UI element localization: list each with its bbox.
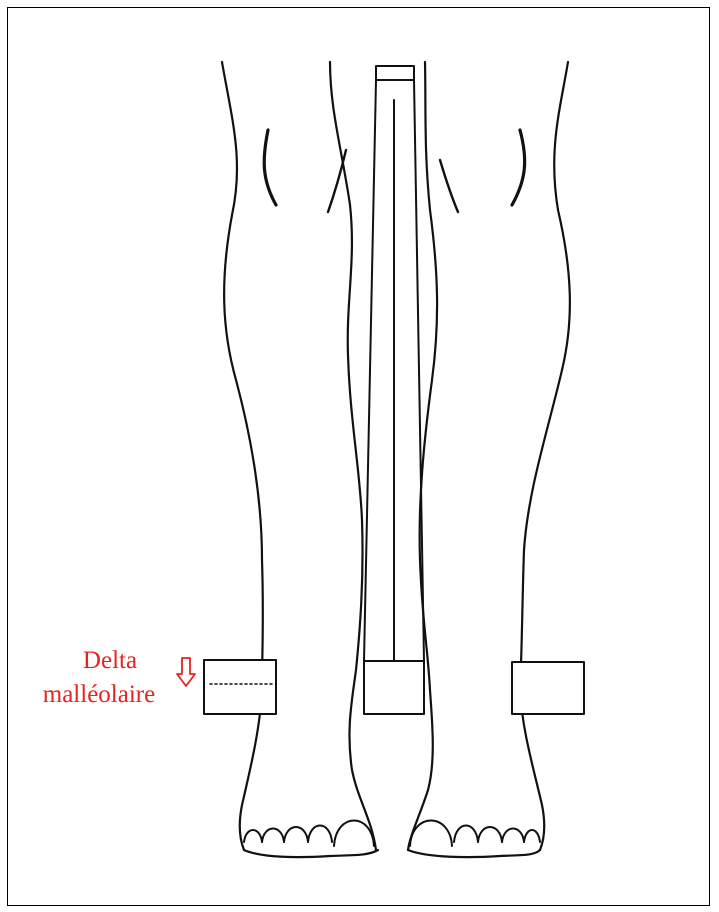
right-knee-line bbox=[512, 130, 525, 205]
right-leg-inner-contour bbox=[408, 62, 437, 850]
left-leg bbox=[222, 62, 378, 857]
measuring-rod bbox=[364, 66, 424, 661]
center-ankle-block bbox=[364, 661, 424, 714]
annotation-line-2: malléolaire bbox=[24, 678, 174, 712]
rod-right-edge bbox=[414, 80, 424, 661]
left-toe-2 bbox=[262, 829, 284, 843]
right-toe-4 bbox=[502, 829, 524, 843]
left-leg-outer-contour bbox=[222, 62, 263, 850]
left-toe-4 bbox=[308, 826, 332, 843]
right-toe-3 bbox=[478, 827, 502, 842]
right-leg-outer-contour bbox=[520, 62, 570, 850]
right-leg bbox=[408, 62, 570, 857]
rod-top-cap bbox=[376, 66, 414, 80]
right-toe-2 bbox=[454, 826, 478, 843]
left-knee-inner-line bbox=[328, 150, 346, 212]
left-knee-line bbox=[264, 130, 276, 205]
left-toe-3 bbox=[284, 827, 308, 842]
left-ankle-band bbox=[204, 660, 276, 714]
annotation-line-1: Delta bbox=[60, 644, 160, 678]
rod-left-edge bbox=[364, 80, 376, 661]
left-toe-5 bbox=[334, 821, 374, 847]
down-arrow-icon bbox=[177, 658, 195, 686]
right-foot-outline bbox=[408, 850, 540, 857]
toes bbox=[244, 821, 540, 847]
right-toe-5 bbox=[524, 830, 540, 842]
left-foot-outline bbox=[244, 850, 378, 857]
right-ankle-band bbox=[512, 662, 584, 714]
right-knee-inner-line bbox=[440, 160, 458, 212]
left-toe-1 bbox=[244, 830, 262, 842]
